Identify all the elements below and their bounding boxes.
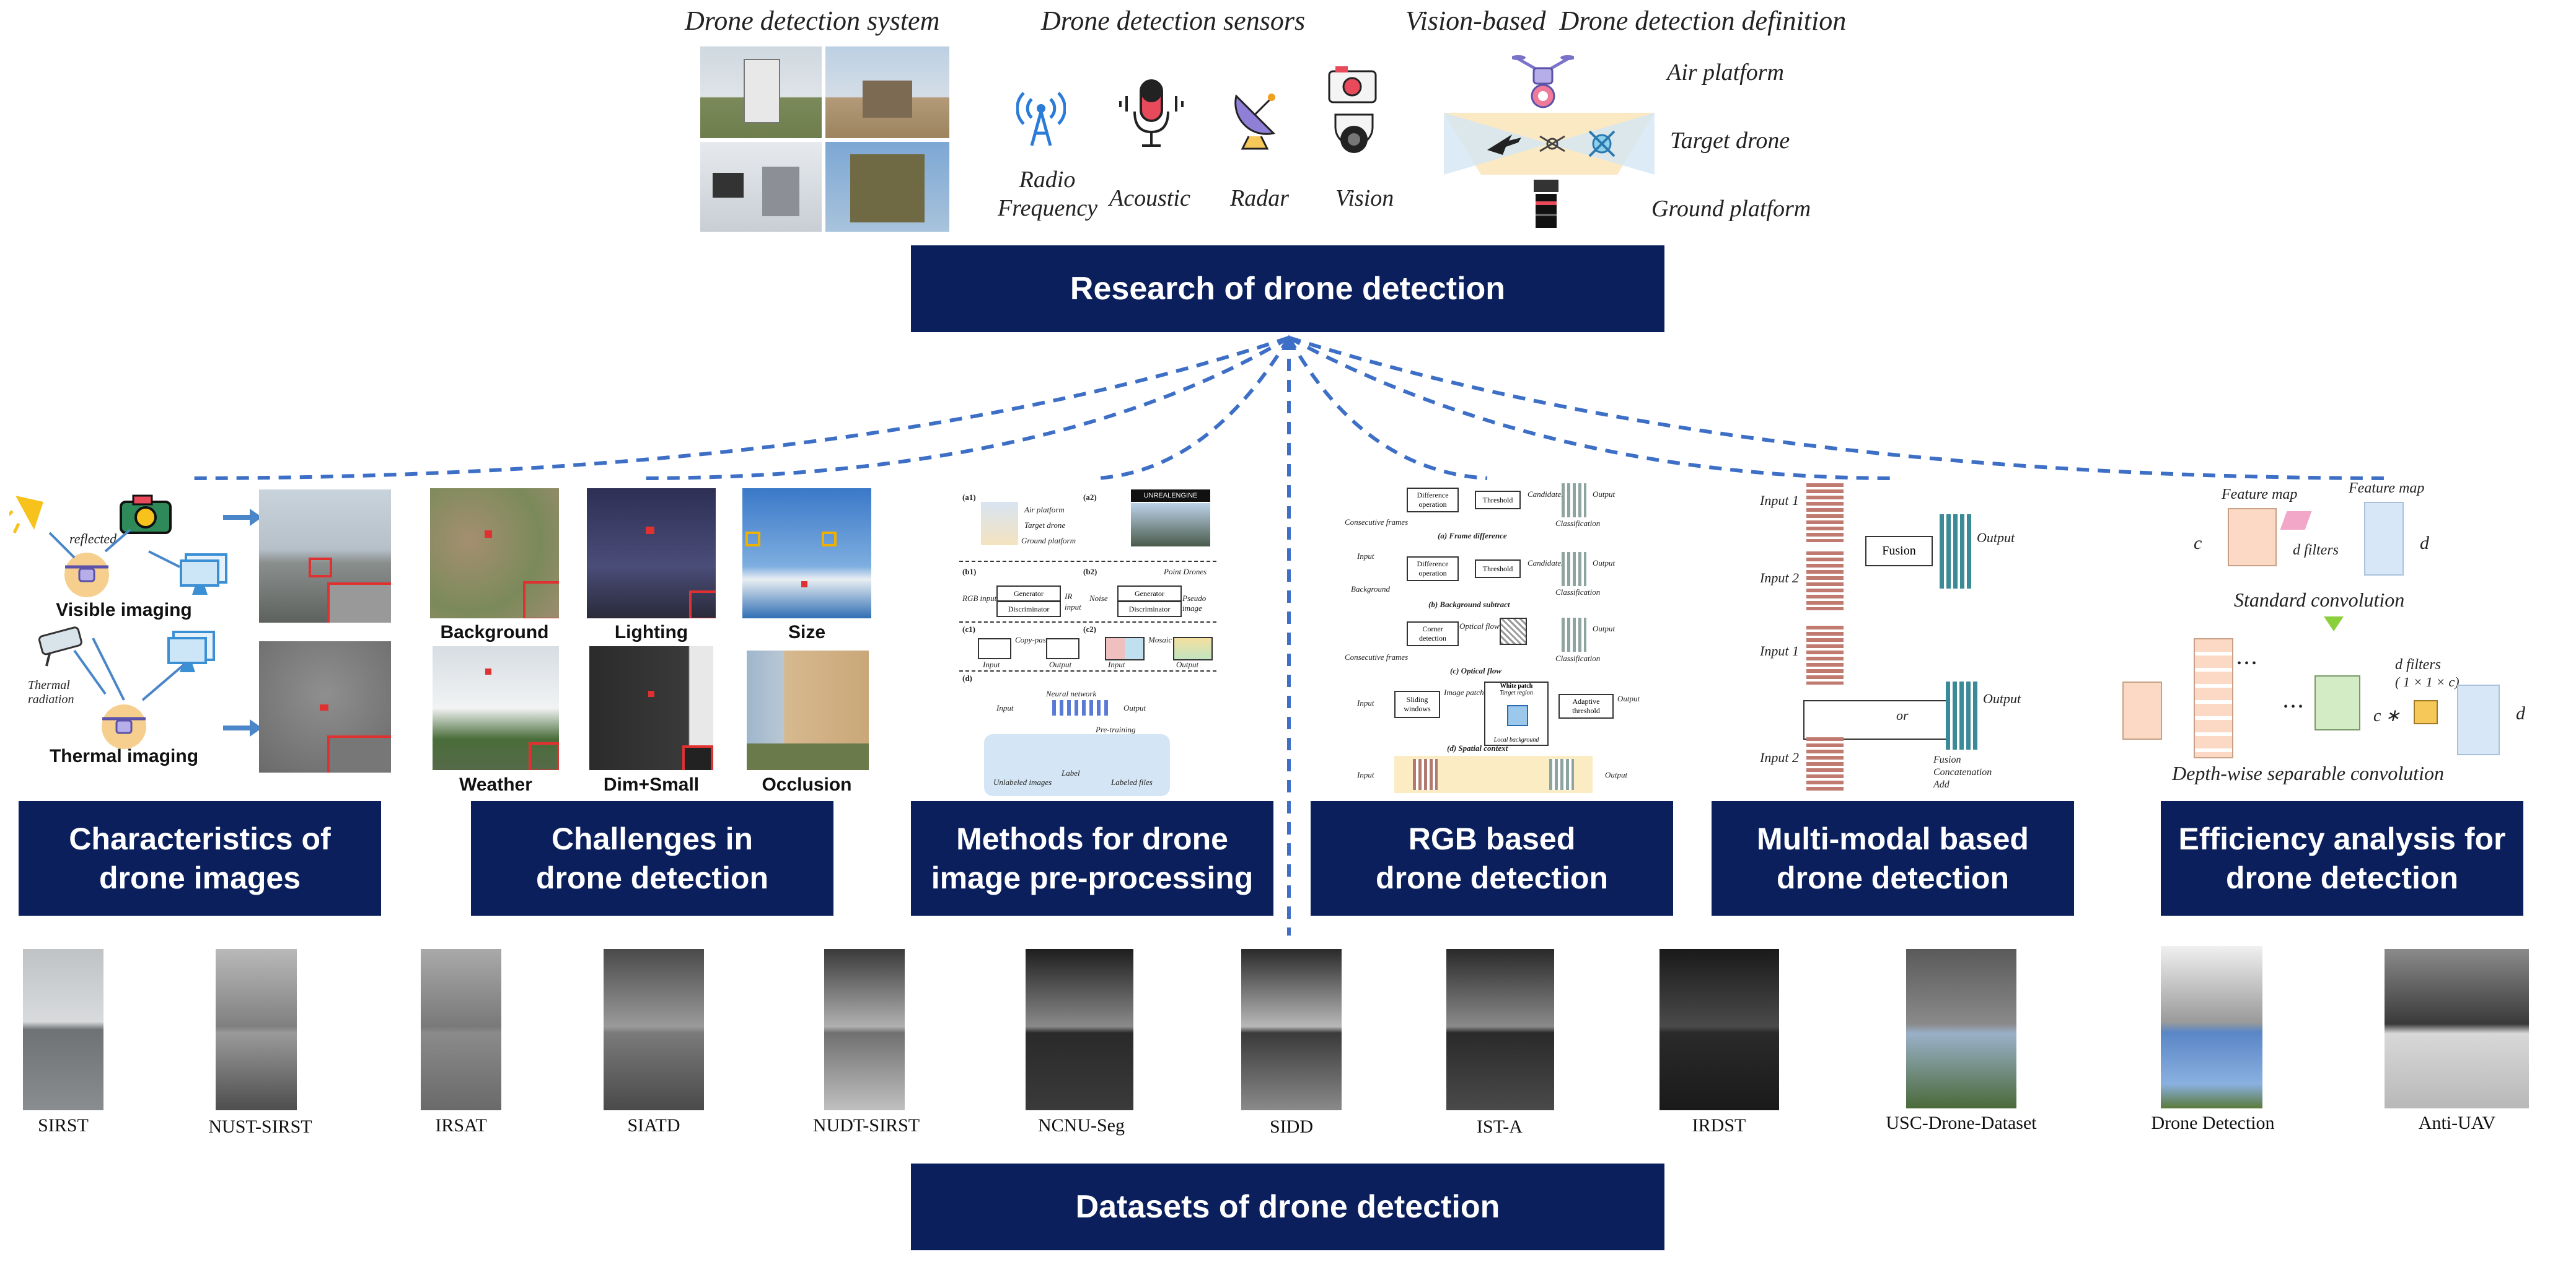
dataset-sirst-label: SIRST bbox=[38, 1115, 89, 1136]
target-drone-label: Target drone bbox=[1670, 128, 1790, 154]
sensor-label-acoustic: Acoustic bbox=[1109, 185, 1190, 211]
challenge-background-image bbox=[430, 488, 559, 618]
dataset-nudt-sirst-label: NUDT-SIRST bbox=[812, 1115, 920, 1136]
system-photo-4 bbox=[825, 142, 949, 232]
dataset-ist-a-label: IST-A bbox=[1477, 1116, 1523, 1137]
challenge-lighting-label: Lighting bbox=[614, 622, 688, 642]
challenge-dim-small-image bbox=[589, 646, 713, 770]
monitor-icon-thermal bbox=[167, 629, 217, 675]
sensor-label-radar: Radar bbox=[1230, 185, 1289, 211]
dataset-ncnu-seg-label: NCNU-Seg bbox=[1038, 1115, 1125, 1136]
efficiency-schematic: Feature map Feature map c d filters d St… bbox=[2104, 477, 2550, 793]
monitor-icon-visible bbox=[180, 551, 229, 598]
challenge-occlusion-label: Occlusion bbox=[762, 774, 852, 795]
characteristics-arrows bbox=[48, 528, 187, 701]
challenge-lighting-image bbox=[587, 488, 716, 618]
sensor-label-radio: Radio Frequency bbox=[998, 167, 1098, 221]
dataset-irsat-image bbox=[421, 949, 501, 1110]
dataset-usc-drone-label: USC-Drone-Dataset bbox=[1886, 1113, 2037, 1133]
air-platform-drone-icon bbox=[1511, 46, 1575, 115]
visible-imaging-label: Visible imaging bbox=[56, 600, 192, 620]
dataset-ncnu-seg-image bbox=[1026, 949, 1133, 1110]
dataset-nust-sirst-label: NUST-SIRST bbox=[208, 1116, 312, 1137]
dataset-anti-uav-image bbox=[2385, 949, 2529, 1108]
challenge-dim-small-label: Dim+Small bbox=[603, 774, 700, 795]
system-photo-1 bbox=[700, 46, 822, 138]
system-title: Drone detection system bbox=[685, 6, 940, 36]
dataset-ist-a-image bbox=[1446, 949, 1554, 1110]
thermal-image-sample bbox=[259, 641, 391, 773]
definition-title: Vision-based Drone detection definition bbox=[1405, 6, 1847, 36]
drone-icon-visible bbox=[56, 545, 118, 598]
system-photo-2 bbox=[825, 46, 949, 138]
sensor-label-vision: Vision bbox=[1335, 185, 1394, 211]
security-camera-icon bbox=[34, 626, 90, 669]
system-photo-3 bbox=[700, 142, 822, 232]
target-drone-zone bbox=[1444, 113, 1655, 175]
thermal-radiation-label: Thermal radiation bbox=[28, 678, 74, 706]
dataset-irsat-label: IRSAT bbox=[435, 1115, 487, 1136]
sensors-title: Drone detection sensors bbox=[1041, 6, 1306, 36]
drone-icon-thermal bbox=[93, 697, 155, 750]
dataset-sidd-label: SIDD bbox=[1269, 1116, 1314, 1137]
imaging-arrows bbox=[223, 509, 262, 737]
dataset-irdst-label: IRDST bbox=[1692, 1115, 1746, 1136]
ground-platform-label: Ground platform bbox=[1651, 196, 1811, 222]
dataset-siatd-image bbox=[604, 949, 704, 1110]
reflected-label: reflected bbox=[69, 531, 117, 546]
multimodal-schematic: Input 1 Input 2 Fusion Output Input 1 or… bbox=[1747, 483, 2057, 793]
ground-platform-camera-icon bbox=[1531, 177, 1562, 232]
radar-dish-icon bbox=[1224, 84, 1286, 152]
air-platform-label: Air platform bbox=[1667, 59, 1784, 85]
thermal-imaging-label: Thermal imaging bbox=[49, 746, 199, 766]
dataset-anti-uav-label: Anti-UAV bbox=[2418, 1113, 2496, 1133]
dataset-drone-detection-image bbox=[2161, 946, 2262, 1108]
dataset-irdst-image bbox=[1659, 949, 1779, 1110]
challenge-occlusion-image bbox=[747, 651, 869, 770]
dataset-usc-drone-image bbox=[1906, 949, 2016, 1108]
dataset-sidd-image bbox=[1241, 949, 1342, 1110]
camera-icon bbox=[1326, 65, 1382, 170]
dataset-drone-detection-label: Drone Detection bbox=[2151, 1113, 2275, 1133]
dataset-sirst-image bbox=[23, 949, 103, 1110]
dataset-nust-sirst-image bbox=[216, 949, 297, 1110]
datasets-banner: Datasets of drone detection bbox=[911, 1164, 1664, 1250]
challenge-weather-label: Weather bbox=[459, 774, 532, 795]
camera-icon-visible bbox=[118, 493, 174, 536]
research-banner: Research of drone detection bbox=[911, 245, 1664, 332]
dataset-siatd-label: SIATD bbox=[627, 1115, 680, 1136]
challenge-background-label: Background bbox=[440, 622, 549, 642]
dataset-nudt-sirst-image bbox=[824, 949, 905, 1110]
challenge-size-label: Size bbox=[788, 622, 826, 642]
microphone-icon bbox=[1117, 77, 1185, 152]
radio-antenna-icon bbox=[1016, 81, 1066, 149]
challenge-size-image bbox=[742, 488, 871, 618]
rgb-schematic: Difference operation Threshold Candidate… bbox=[1345, 480, 1648, 802]
visible-image-sample bbox=[259, 489, 391, 623]
challenge-weather-image bbox=[433, 646, 559, 770]
preprocessing-schematic: (a1) (a2) Air platform Target drone Grou… bbox=[959, 489, 1216, 802]
